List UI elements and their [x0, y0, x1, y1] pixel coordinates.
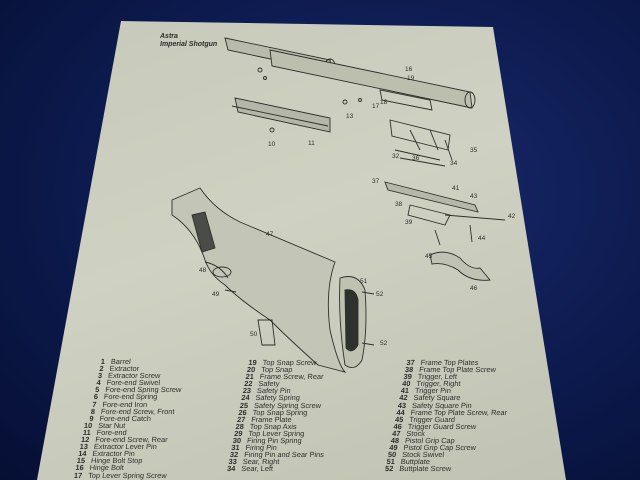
callout-number: 42 — [508, 213, 516, 220]
callout-number: 51 — [360, 278, 368, 285]
part-name: Buttplate Screw — [398, 464, 452, 474]
grip-cap-screw-drawing — [224, 289, 237, 293]
title-line-2: Imperial Shotgun — [160, 41, 218, 48]
callout-number: 36 — [412, 155, 420, 162]
barrel-drawing — [224, 37, 476, 109]
stock-drawing — [171, 187, 347, 373]
callout-number: 16 — [405, 66, 413, 73]
parts-list-row: 52 Buttplate Screw — [379, 464, 502, 474]
callout-number: 52 — [380, 340, 388, 347]
callout-number: 34 — [450, 160, 458, 167]
callout-number: 19 — [407, 75, 415, 82]
callout-number: 52 — [376, 291, 384, 298]
title-line-1: Astra — [160, 33, 178, 40]
part-name: Sear, Left — [240, 464, 274, 474]
callout-number: 13 — [346, 113, 354, 120]
callout-number: 49 — [212, 291, 220, 298]
callout-number: 50 — [250, 331, 258, 338]
fore-end-drawing — [231, 97, 331, 133]
part-number: 52 — [384, 464, 394, 474]
diagram-title: Astra Imperial Shotgun — [160, 33, 217, 49]
parts-list-row: 34 Sear, Left — [221, 464, 323, 474]
callout-number: 39 — [405, 219, 413, 226]
part-name: Top Lever Spring Screw — [87, 470, 168, 480]
callout-number: 38 — [395, 201, 403, 208]
callout-number: 37 — [372, 178, 380, 185]
part-number: 34 — [226, 464, 236, 474]
callout-number: 11 — [308, 140, 315, 147]
parts-list-row: 17 Top Lever Spring Screw — [68, 470, 174, 480]
callout-number: 43 — [470, 193, 478, 200]
callout-number: 44 — [478, 235, 486, 242]
callout-number: 45 — [425, 253, 433, 260]
callout-number: 18 — [380, 99, 388, 106]
callout-number: 47 — [266, 231, 274, 238]
callout-number: 32 — [392, 153, 400, 160]
trigger-guard-drawing — [429, 251, 491, 281]
stock-swivel-drawing — [257, 319, 276, 346]
callout-number: 35 — [470, 147, 478, 154]
buttplate-drawing — [339, 276, 367, 369]
trigger-plate-drawing — [384, 181, 506, 246]
part-number: 17 — [73, 470, 83, 480]
callout-number: 48 — [199, 267, 207, 274]
callout-number: 46 — [470, 285, 478, 292]
callout-number: 17 — [372, 103, 380, 110]
callout-number: 10 — [268, 141, 276, 148]
action-parts-drawing — [257, 67, 453, 167]
callout-number: 41 — [452, 185, 460, 192]
